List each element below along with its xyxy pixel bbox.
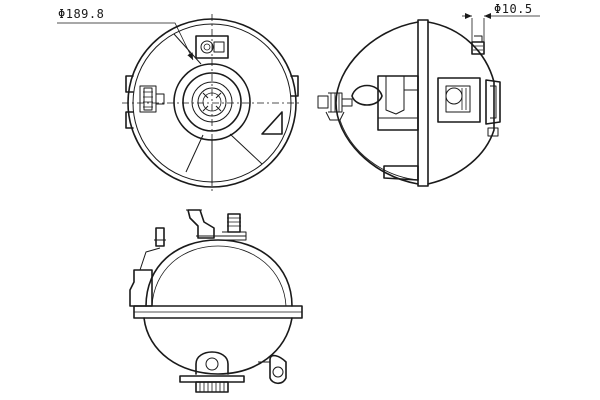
mounting-foot — [383, 165, 419, 181]
flange-seam — [417, 19, 429, 187]
lower-bowl — [143, 317, 293, 375]
tank-side-outline — [427, 21, 495, 185]
small-port — [471, 41, 485, 55]
side-hose-nipple — [317, 95, 329, 109]
upper-port-block — [195, 35, 229, 59]
rib-triangle — [261, 111, 283, 135]
end-cap — [485, 79, 501, 125]
sensor-housing — [377, 75, 419, 131]
side-view — [317, 19, 501, 187]
bottom-thread — [195, 381, 229, 393]
tank-dome-outline — [335, 21, 419, 185]
dimension-label-body-diameter: Φ189.8 — [58, 7, 104, 21]
right-mounting-lug — [290, 75, 299, 97]
vent-tube — [155, 227, 165, 247]
dimension-body-diameter: Φ189.8 — [57, 7, 194, 61]
top-view — [122, 14, 300, 192]
left-mounting-lug — [125, 75, 134, 93]
bottom-flange — [179, 375, 245, 383]
dimension-port-diameter: Φ10.5 — [462, 2, 540, 42]
top-cap-fitting — [227, 213, 241, 233]
left-bracket — [129, 269, 153, 307]
upper-dome — [145, 239, 293, 307]
top-hose-fitting — [187, 209, 215, 239]
front-view — [129, 209, 303, 393]
dimension-label-port-diameter: Φ10.5 — [494, 2, 533, 16]
bottom-outlet — [195, 351, 229, 375]
flange-band — [133, 305, 303, 319]
right-lug — [269, 354, 287, 385]
hose-nipple — [139, 85, 157, 113]
connector-housing — [437, 77, 481, 123]
